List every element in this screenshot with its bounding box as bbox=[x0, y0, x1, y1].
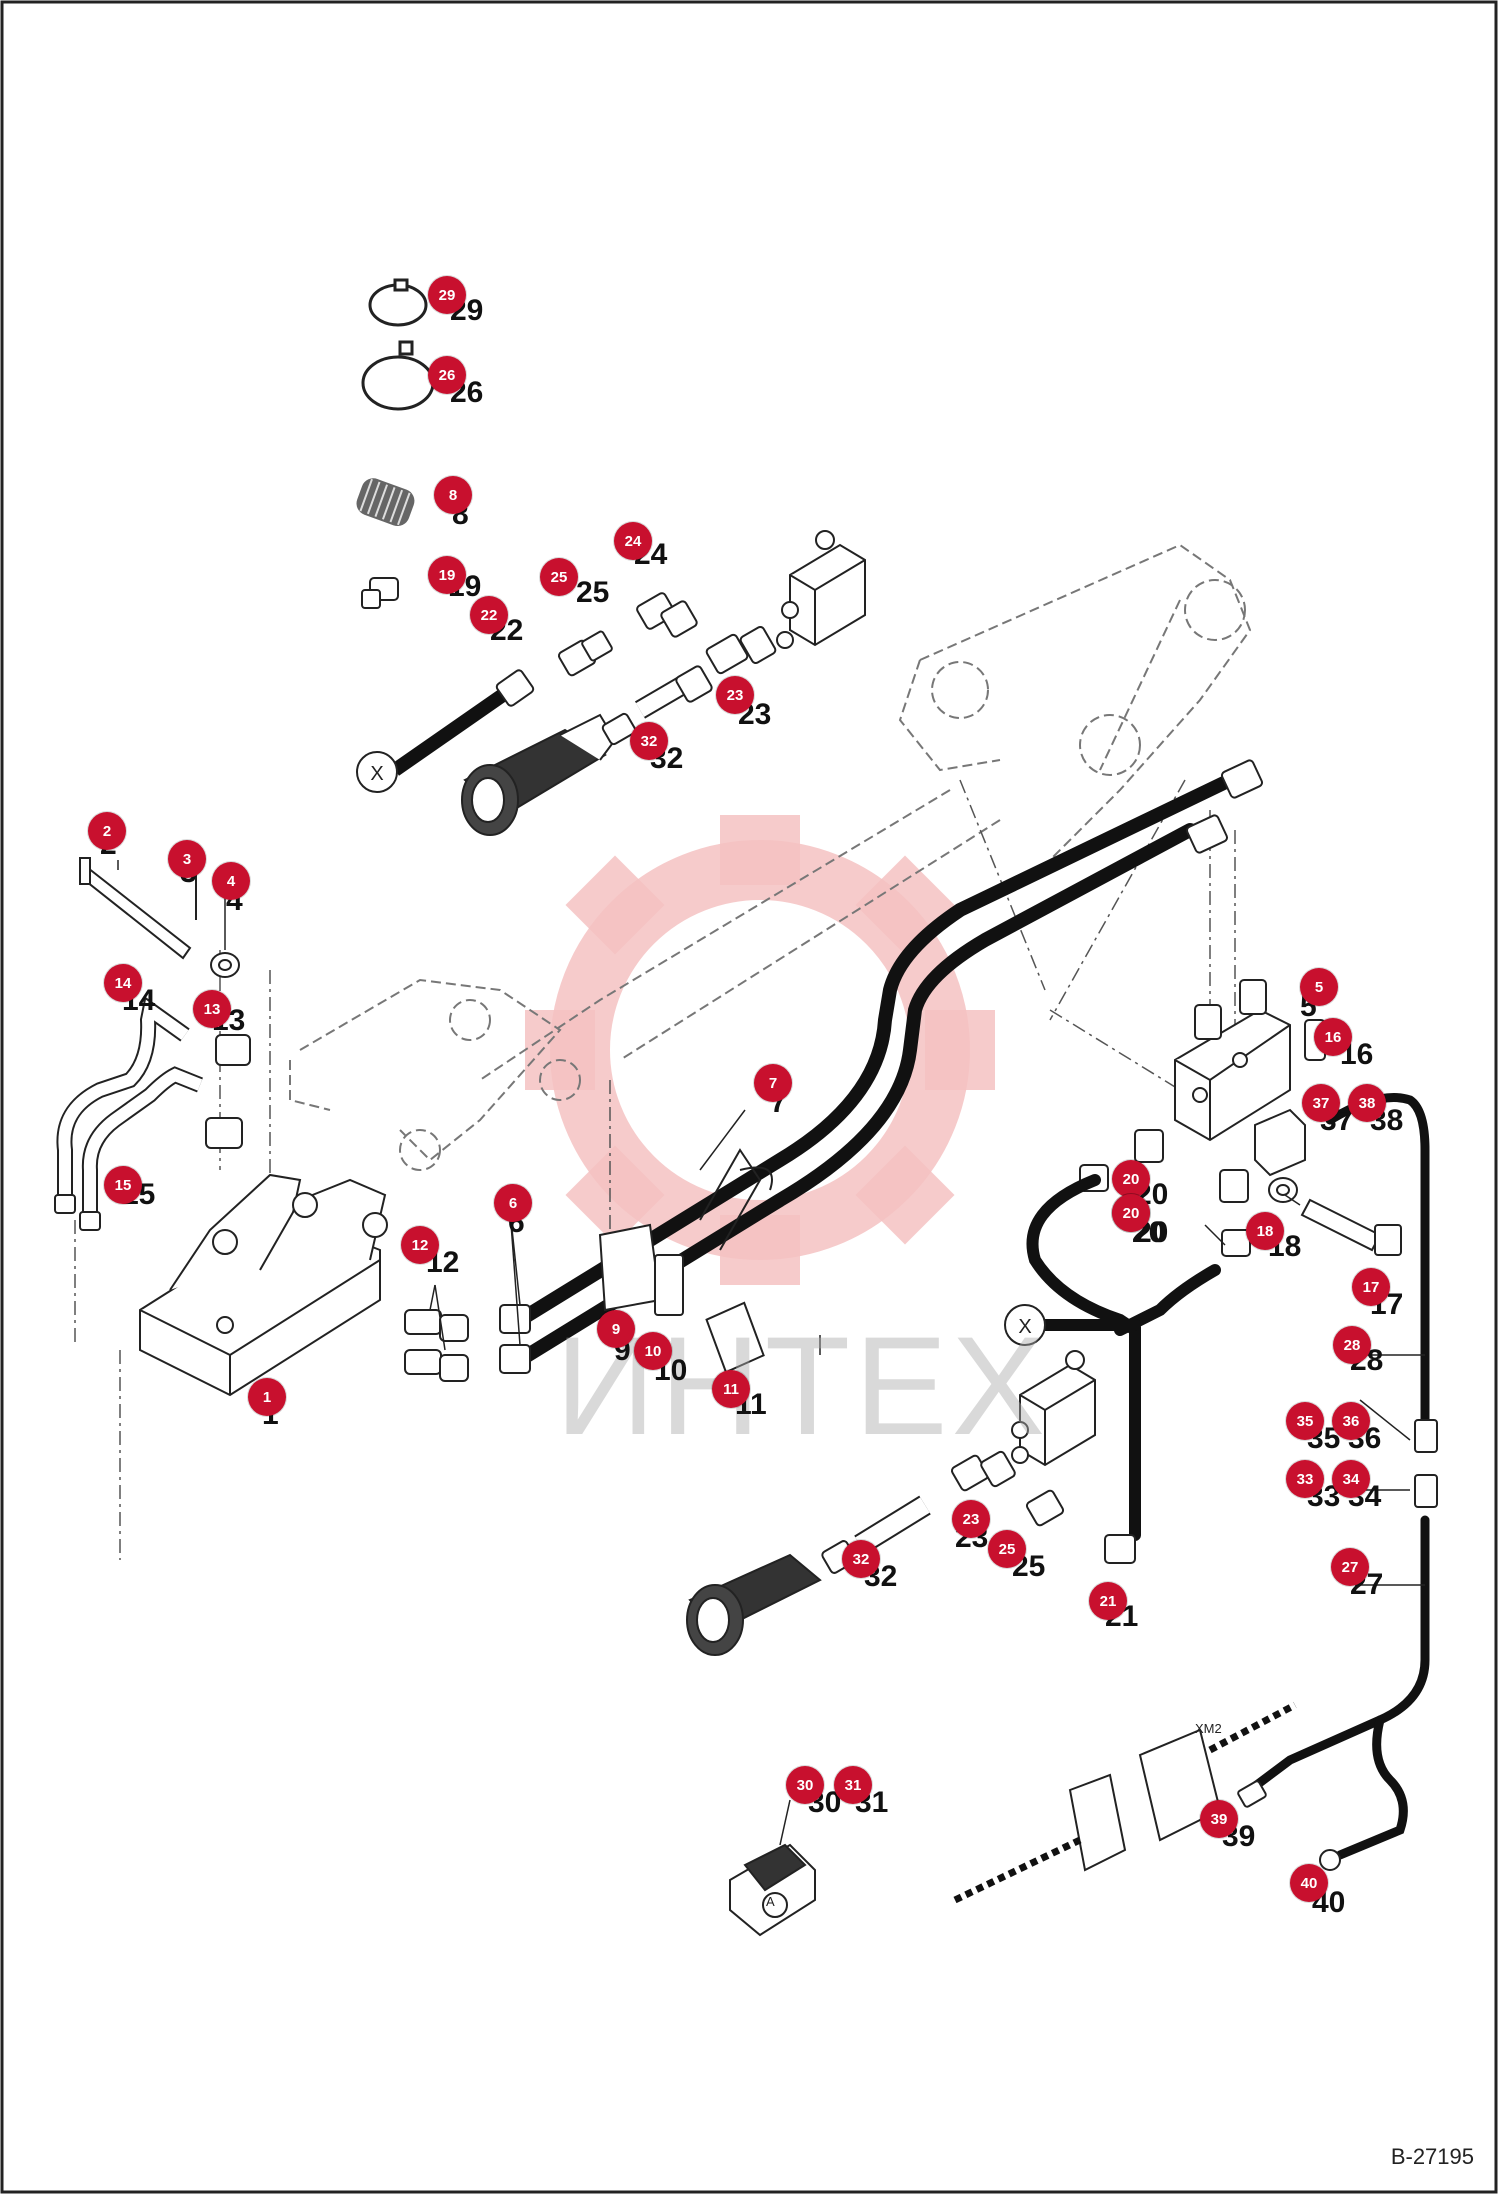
part-marker-24[interactable]: 24 bbox=[614, 522, 652, 560]
fittings-12 bbox=[404, 1309, 469, 1382]
part-marker-3[interactable]: 3 bbox=[168, 840, 206, 878]
valve-block-right bbox=[1174, 979, 1326, 1177]
part-marker-10[interactable]: 10 bbox=[634, 1332, 672, 1370]
part-marker-23[interactable]: 23 bbox=[952, 1500, 990, 1538]
part-marker-21[interactable]: 21 bbox=[1089, 1582, 1127, 1620]
part-marker-40[interactable]: 40 bbox=[1290, 1864, 1328, 1902]
junction-x-bottom: X bbox=[1004, 1304, 1046, 1346]
part-marker-33[interactable]: 33 bbox=[1286, 1460, 1324, 1498]
part-marker-5[interactable]: 5 bbox=[1300, 968, 1338, 1006]
bolt-17 bbox=[1268, 1177, 1402, 1256]
part-marker-12[interactable]: 12 bbox=[401, 1226, 439, 1264]
part-marker-32[interactable]: 32 bbox=[630, 722, 668, 760]
pin-2 bbox=[79, 850, 240, 978]
part-marker-18[interactable]: 18 bbox=[1246, 1212, 1284, 1250]
svg-text:X: X bbox=[370, 763, 383, 785]
part-marker-34[interactable]: 34 bbox=[1332, 1460, 1370, 1498]
boom-hoses bbox=[513, 773, 1237, 1367]
tube-14-15 bbox=[56, 996, 203, 1215]
hose-22 bbox=[391, 669, 535, 776]
part-marker-13[interactable]: 13 bbox=[193, 990, 231, 1028]
part-marker-6[interactable]: 6 bbox=[494, 1184, 532, 1222]
part-number-25: 25 bbox=[576, 576, 610, 609]
valve-block-top bbox=[776, 530, 866, 649]
part-marker-32[interactable]: 32 bbox=[842, 1540, 880, 1578]
part-marker-26[interactable]: 26 bbox=[428, 356, 466, 394]
button-label: A bbox=[766, 1894, 775, 1909]
cable-connectors bbox=[1237, 1419, 1438, 1871]
nuts-13 bbox=[54, 1034, 251, 1231]
part-marker-1[interactable]: 1 bbox=[248, 1378, 286, 1416]
part-marker-31[interactable]: 31 bbox=[834, 1766, 872, 1804]
part-marker-35[interactable]: 35 bbox=[1286, 1402, 1324, 1440]
part-marker-16[interactable]: 16 bbox=[1314, 1018, 1352, 1056]
part-marker-19[interactable]: 19 bbox=[428, 556, 466, 594]
part-marker-11[interactable]: 11 bbox=[712, 1370, 750, 1408]
mounting-bracket-1 bbox=[139, 1173, 388, 1397]
spring-guard-8 bbox=[356, 478, 415, 527]
hose-clamp-9 bbox=[598, 1223, 765, 1374]
connector-label: XM2 bbox=[1195, 1721, 1222, 1736]
hose-clamp-29 bbox=[368, 278, 428, 327]
part-marker-27[interactable]: 27 bbox=[1331, 1548, 1369, 1586]
valve-block-lower bbox=[1011, 1350, 1096, 1467]
part-marker-36[interactable]: 36 bbox=[1332, 1402, 1370, 1440]
plug-xm2 bbox=[1068, 1728, 1222, 1872]
hose-ends bbox=[499, 759, 1264, 1374]
part-marker-25[interactable]: 25 bbox=[540, 558, 578, 596]
hose-clamp-26 bbox=[361, 340, 435, 411]
part-marker-14[interactable]: 14 bbox=[104, 964, 142, 1002]
switch-30-31 bbox=[729, 1843, 816, 1937]
boom-outline bbox=[289, 543, 1252, 1171]
fittings-top bbox=[557, 592, 777, 677]
part-marker-23[interactable]: 23 bbox=[716, 676, 754, 714]
part-marker-20[interactable]: 20 bbox=[1112, 1160, 1150, 1198]
part-marker-9[interactable]: 9 bbox=[597, 1310, 635, 1348]
hoses-lower bbox=[1026, 1174, 1221, 1541]
drawing-code: B-27195 bbox=[1390, 2144, 1474, 2169]
part-marker-17[interactable]: 17 bbox=[1352, 1268, 1390, 1306]
part-marker-8[interactable]: 8 bbox=[434, 476, 472, 514]
part-marker-4[interactable]: 4 bbox=[212, 862, 250, 900]
svg-text:X: X bbox=[1018, 1316, 1031, 1338]
part-marker-38[interactable]: 38 bbox=[1348, 1084, 1386, 1122]
plug-19 bbox=[361, 577, 399, 609]
part-marker-15[interactable]: 15 bbox=[104, 1166, 142, 1204]
part-marker-25[interactable]: 25 bbox=[988, 1530, 1026, 1568]
part-marker-28[interactable]: 28 bbox=[1333, 1326, 1371, 1364]
watermark-gear-teeth bbox=[525, 815, 995, 1285]
quick-coupler-lower bbox=[686, 1450, 1136, 1656]
quick-coupler-top bbox=[461, 665, 713, 836]
part-marker-22[interactable]: 22 bbox=[470, 596, 508, 634]
part-marker-30[interactable]: 30 bbox=[786, 1766, 824, 1804]
leader-lines bbox=[117, 860, 1425, 1846]
part-marker-2[interactable]: 2 bbox=[88, 812, 126, 850]
part-marker-39[interactable]: 39 bbox=[1200, 1800, 1238, 1838]
bracket-7 bbox=[699, 1148, 773, 1251]
part-marker-7[interactable]: 7 bbox=[754, 1064, 792, 1102]
dashed-cables bbox=[953, 1701, 1297, 1904]
junction-x-top: X bbox=[356, 751, 398, 793]
part-marker-29[interactable]: 29 bbox=[428, 276, 466, 314]
watermark-text: ИНТЕХ bbox=[555, 1307, 1050, 1464]
part-marker-37[interactable]: 37 bbox=[1302, 1084, 1340, 1122]
part-marker-20[interactable]: 20 bbox=[1112, 1194, 1150, 1232]
